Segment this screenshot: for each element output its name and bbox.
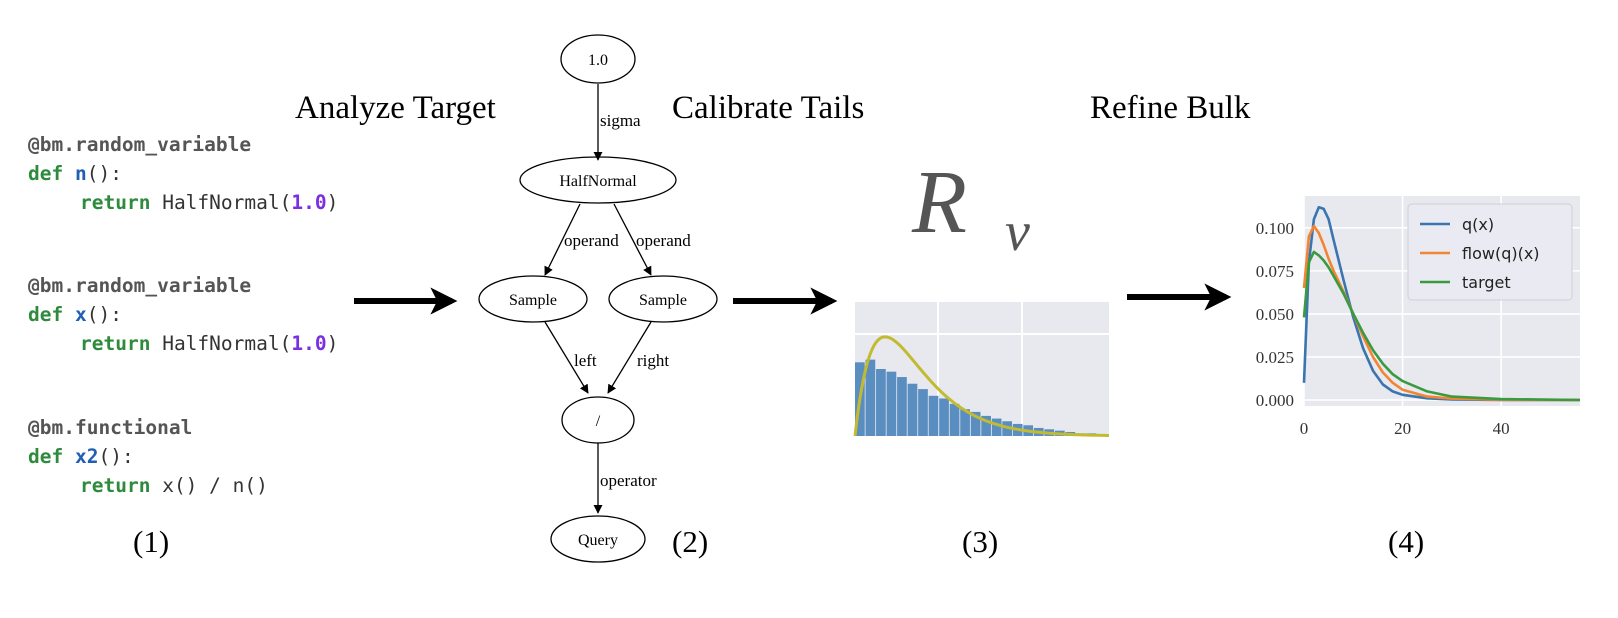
code-function-name: n <box>75 162 87 185</box>
legend-label: q(x) <box>1462 215 1494 234</box>
series-line <box>1302 205 1580 402</box>
code-call: HalfNormal( <box>162 191 291 214</box>
code-def-line: def x2(): <box>28 445 134 468</box>
code-panel: @bm.random_variable def n(): return Half… <box>28 133 338 497</box>
code-keyword: def <box>28 445 63 468</box>
node-sample-right <box>608 275 718 323</box>
legend-box <box>1407 203 1573 301</box>
histogram-bar <box>949 403 960 436</box>
histogram-bar <box>981 415 991 436</box>
code-def-line: def x(): <box>28 303 122 326</box>
code-call: x() / n() <box>162 474 268 497</box>
histogram-bar <box>897 377 907 436</box>
code-return-line: return HalfNormal(1.0) <box>80 332 338 355</box>
node-halfnormal <box>519 156 677 204</box>
code-number: 1.0 <box>291 332 326 355</box>
y-tick-label: 0.000 <box>1256 391 1294 410</box>
code-paren: (): <box>87 162 122 185</box>
code-keyword: return <box>80 191 150 214</box>
node-sample-right-label: Sample <box>639 292 687 309</box>
panel-label-4: (4) <box>1388 524 1424 559</box>
edge-label-operand-left: operand <box>564 231 619 250</box>
panel-label-3: (3) <box>962 524 998 559</box>
edge-label-operand-right: operand <box>636 231 691 250</box>
y-tick-label: 0.075 <box>1256 262 1294 281</box>
node-sample-left <box>478 275 588 323</box>
histogram-bar <box>907 383 918 436</box>
x-tick-labels: 0 20 40 <box>1300 419 1510 438</box>
tail-histogram <box>853 302 1109 437</box>
r-nu-symbol: R ν <box>911 153 1030 263</box>
histogram-bar <box>960 409 970 436</box>
series-line <box>1302 250 1581 402</box>
legend-label: flow(q)(x) <box>1462 244 1540 263</box>
code-keyword: def <box>28 303 63 326</box>
code-decorator: @bm.random_variable <box>28 133 251 156</box>
edge-label-sigma: sigma <box>600 111 641 130</box>
panel-label-2: (2) <box>672 524 708 559</box>
code-paren: (): <box>87 303 122 326</box>
edge-label-right: right <box>637 351 669 370</box>
edge-label-left: left <box>574 351 597 370</box>
symbol-nu: ν <box>1005 201 1030 263</box>
histogram-bar <box>939 398 949 436</box>
histogram-bar <box>886 371 897 436</box>
histogram-bar <box>928 395 939 436</box>
histogram-bar <box>876 369 886 436</box>
node-const <box>560 34 636 84</box>
histogram-bar <box>991 418 1002 436</box>
code-decorator: @bm.random_variable <box>28 274 251 297</box>
code-keyword: return <box>80 474 150 497</box>
y-tick-label: 0.025 <box>1256 348 1294 367</box>
histogram-bar <box>970 411 981 436</box>
y-tick-label: 0.100 <box>1256 219 1294 238</box>
series-lines <box>1302 205 1581 402</box>
x-tick-label: 0 <box>1300 419 1309 438</box>
code-function-name: x2 <box>75 445 98 468</box>
node-query <box>550 515 646 563</box>
edge-left <box>544 321 589 394</box>
heading-calibrate-tails: Calibrate Tails <box>672 90 864 126</box>
histogram-bar <box>918 389 928 436</box>
code-def-line: def n(): <box>28 162 122 185</box>
edge-operand-left <box>544 203 581 276</box>
code-decorator: @bm.functional <box>28 416 192 439</box>
node-halfnormal-label: HalfNormal <box>559 173 637 190</box>
code-function-name: x <box>75 303 87 326</box>
edge-label-operator: operator <box>600 471 657 490</box>
code-return-line: return HalfNormal(1.0) <box>80 191 338 214</box>
node-divide-label: / <box>596 413 601 430</box>
node-query-label: Query <box>578 532 618 549</box>
density-chart: 0.000 0.025 0.050 0.075 0.100 0 20 40 q(x) flow… <box>1256 196 1581 438</box>
histogram-bar <box>865 359 876 436</box>
edges <box>544 84 652 514</box>
x-tick-label: 20 <box>1394 419 1411 438</box>
code-keyword: return <box>80 332 150 355</box>
computation-graph: 1.0 HalfNormal Sample Sample / Query sig… <box>478 34 718 563</box>
code-paren: ) <box>327 332 339 355</box>
code-call: HalfNormal( <box>162 332 291 355</box>
node-sample-left-label: Sample <box>509 292 557 309</box>
y-tick-label: 0.050 <box>1256 305 1294 324</box>
heading-refine-bulk: Refine Bulk <box>1090 90 1251 126</box>
panel-label-1: (1) <box>133 524 169 559</box>
legend-label: target <box>1462 273 1511 292</box>
node-const-label: 1.0 <box>588 52 608 69</box>
node-divide <box>561 396 635 444</box>
y-tick-labels: 0.000 0.025 0.050 0.075 0.100 <box>1256 219 1294 410</box>
heading-analyze-target: Analyze Target <box>295 90 496 126</box>
symbol-r: R <box>911 153 967 252</box>
edge-right <box>607 321 652 394</box>
code-keyword: def <box>28 162 63 185</box>
code-return-line: return x() / n() <box>80 474 268 497</box>
code-paren: (): <box>98 445 133 468</box>
edge-operand-right <box>613 203 652 276</box>
legend: q(x) flow(q)(x) target <box>1407 203 1573 301</box>
code-number: 1.0 <box>291 191 326 214</box>
x-tick-label: 40 <box>1493 419 1510 438</box>
code-paren: ) <box>327 191 339 214</box>
histogram-density-curve <box>853 335 1109 437</box>
